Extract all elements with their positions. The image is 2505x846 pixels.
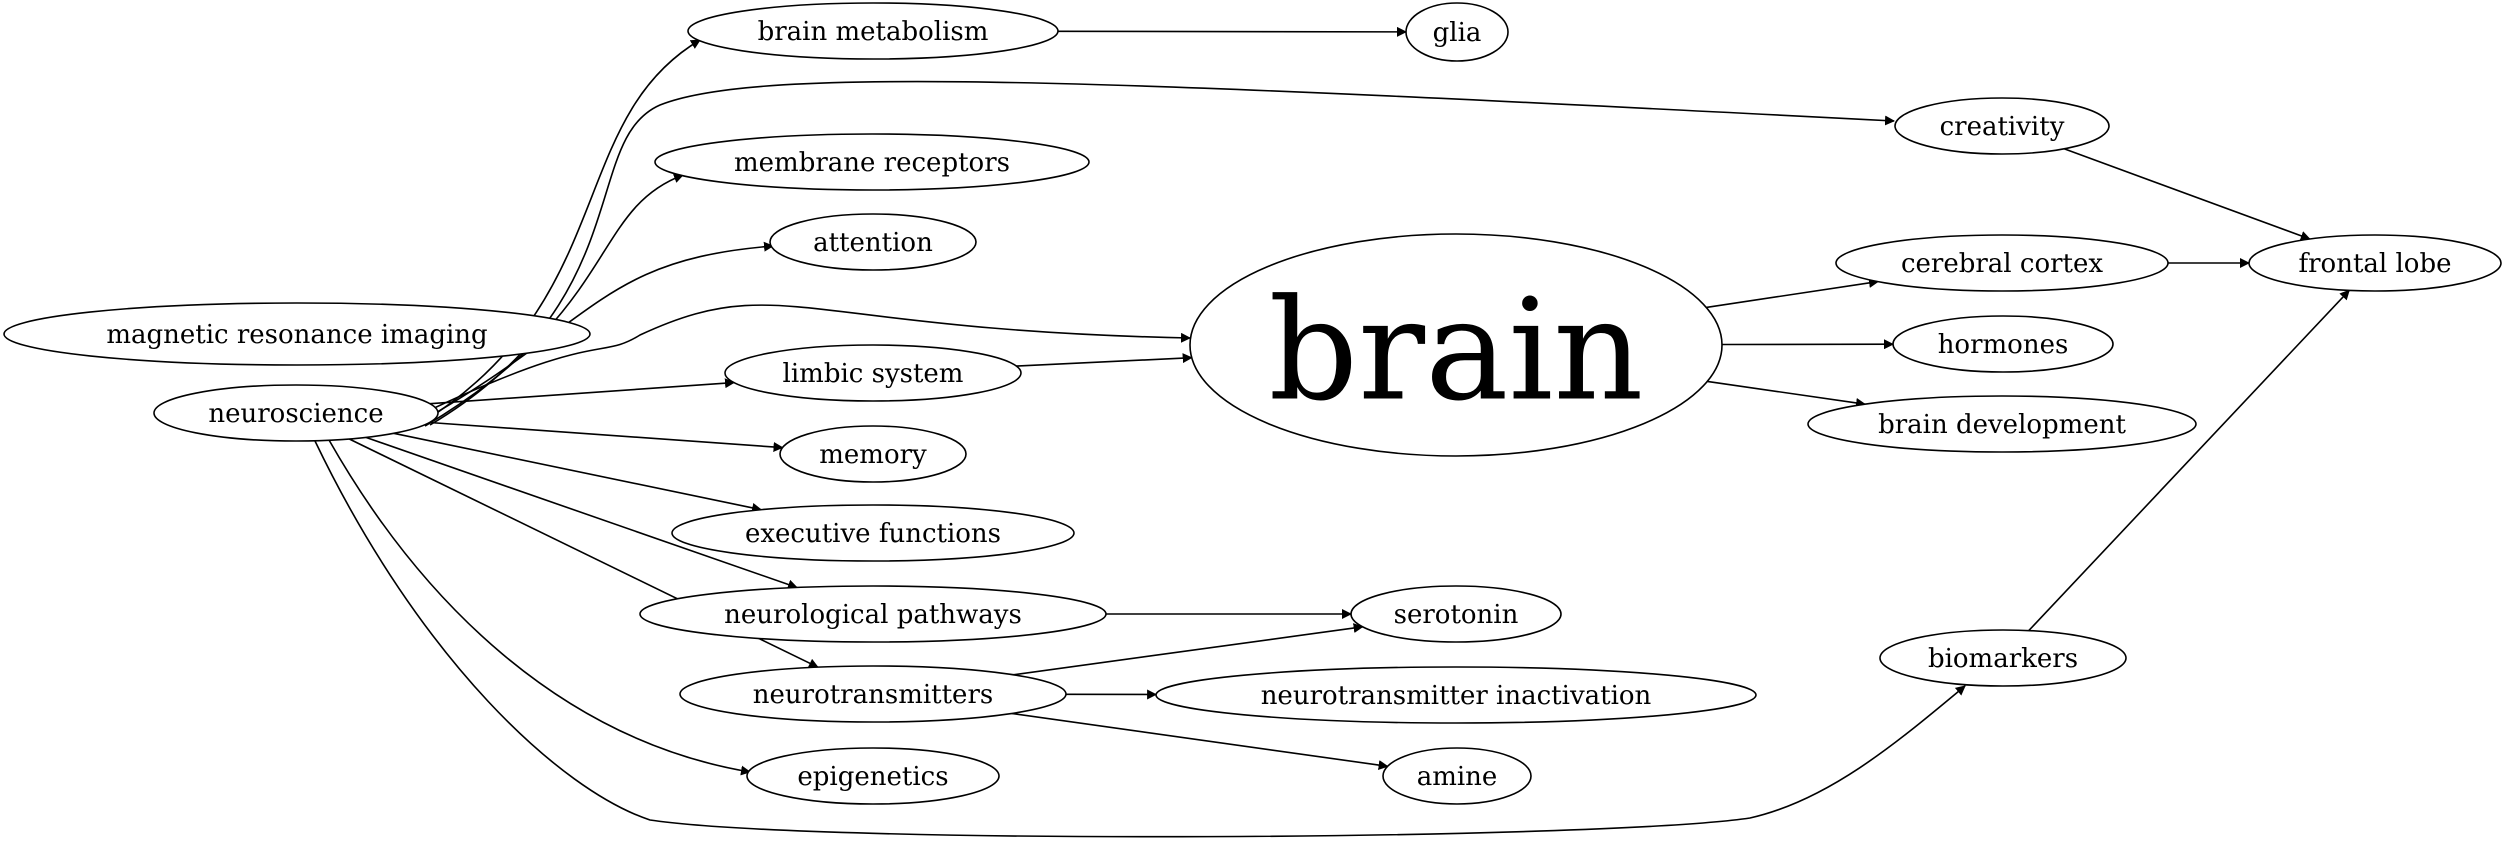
node-ellipse xyxy=(639,585,1107,643)
node-label: amine xyxy=(1417,762,1498,792)
node-ellipse xyxy=(779,425,967,483)
edge-neuroscience-to-neurological-pathways xyxy=(365,436,798,590)
node-serotonin: serotonin xyxy=(1350,585,1562,643)
node-ellipse xyxy=(2248,234,2502,292)
edge-brain-to-brain-development xyxy=(1707,380,1866,408)
node-label: executive functions xyxy=(745,519,1001,549)
edge-neuroscience-to-attention xyxy=(414,241,774,426)
node-label: neurotransmitter inactivation xyxy=(1261,681,1652,711)
node-ellipse xyxy=(1835,234,2169,292)
node-label: glia xyxy=(1433,18,1482,48)
node-label: creativity xyxy=(1940,112,2065,142)
node-magnetic-resonance-imaging: magnetic resonance imaging xyxy=(3,302,591,366)
node-label: serotonin xyxy=(1394,600,1519,630)
edge-neurotransmitters-to-amine xyxy=(1011,712,1389,770)
node-label: brain development xyxy=(1878,410,2126,440)
node-creativity: creativity xyxy=(1894,97,2110,155)
node-neurotransmitters: neurotransmitters xyxy=(679,665,1067,723)
edge-neuroscience-to-limbic-system xyxy=(429,378,735,405)
edges-layer xyxy=(314,26,2350,838)
node-label: brain xyxy=(1269,270,1644,433)
node-label: cerebral cortex xyxy=(1901,249,2103,279)
node-glia: glia xyxy=(1405,2,1509,62)
node-ellipse xyxy=(724,344,1022,402)
node-amine: amine xyxy=(1382,747,1532,805)
edge-creativity-to-frontal-lobe xyxy=(2063,148,2311,241)
nodes-layer: magnetic resonance imaging neuroscience br… xyxy=(3,2,2502,805)
node-brain: brain xyxy=(1189,233,1723,457)
node-ellipse xyxy=(769,213,977,271)
node-memory: memory xyxy=(779,425,967,483)
node-label: neurotransmitters xyxy=(753,680,993,710)
edge-neuroscience-to-creativity xyxy=(429,80,1895,426)
node-label: brain metabolism xyxy=(758,17,989,47)
node-hormones: hormones xyxy=(1892,315,2114,373)
node-ellipse xyxy=(1879,629,2127,687)
node-brain-development: brain development xyxy=(1807,395,2197,453)
node-ellipse xyxy=(679,665,1067,723)
node-executive-functions: executive functions xyxy=(671,504,1075,562)
node-ellipse xyxy=(153,384,439,442)
node-label: memory xyxy=(819,440,927,470)
node-ellipse xyxy=(1189,233,1723,457)
node-ellipse xyxy=(654,133,1090,191)
edge-biomarkers-to-frontal-lobe xyxy=(2028,289,2350,632)
node-label: frontal lobe xyxy=(2299,249,2452,279)
node-ellipse xyxy=(1892,315,2114,373)
edge-brain-to-cerebral-cortex xyxy=(1706,277,1879,309)
edge-brain-metabolism-to-glia xyxy=(1057,26,1407,37)
edge-neuroscience-to-epigenetics xyxy=(328,439,751,776)
node-ellipse xyxy=(671,504,1075,562)
node-limbic-system: limbic system xyxy=(724,344,1022,402)
node-neuroscience: neuroscience xyxy=(153,384,439,442)
edge-neuroscience-to-brain-metabolism xyxy=(419,39,701,425)
node-label: biomarkers xyxy=(1928,644,2078,674)
node-label: magnetic resonance imaging xyxy=(106,320,487,350)
node-ellipse xyxy=(687,2,1059,60)
node-ellipse xyxy=(3,302,591,366)
node-epigenetics: epigenetics xyxy=(746,747,1000,805)
node-ellipse xyxy=(1382,747,1532,805)
node-neurological-pathways: neurological pathways xyxy=(639,585,1107,643)
node-ellipse xyxy=(1350,585,1562,643)
node-label: neurological pathways xyxy=(724,600,1022,630)
edge-limbic-system-to-brain xyxy=(1016,353,1193,367)
node-label: attention xyxy=(813,228,933,258)
node-membrane-receptors: membrane receptors xyxy=(654,133,1090,191)
edge-neuroscience-to-brain xyxy=(429,304,1191,411)
node-ellipse xyxy=(1155,666,1757,724)
node-label: epigenetics xyxy=(797,762,948,792)
node-label: limbic system xyxy=(783,359,964,389)
edge-neuroscience-to-executive-functions xyxy=(393,432,763,513)
edge-neuroscience-to-biomarkers xyxy=(314,440,1966,838)
edge-neuroscience-to-memory xyxy=(429,421,784,452)
node-ellipse xyxy=(1807,395,2197,453)
edge-neurotransmitters-to-serotonin xyxy=(1013,623,1364,676)
node-ellipse xyxy=(1894,97,2110,155)
node-brain-metabolism: brain metabolism xyxy=(687,2,1059,60)
node-label: hormones xyxy=(1938,330,2069,360)
node-attention: attention xyxy=(769,213,977,271)
node-cerebral-cortex: cerebral cortex xyxy=(1835,234,2169,292)
node-label: neuroscience xyxy=(208,399,383,429)
node-biomarkers: biomarkers xyxy=(1879,629,2127,687)
node-ellipse xyxy=(746,747,1000,805)
node-ellipse xyxy=(1405,2,1509,62)
node-label: membrane receptors xyxy=(734,148,1010,178)
edge-neuroscience-to-membrane-receptors xyxy=(424,173,684,427)
node-neurotransmitter-inactivation: neurotransmitter inactivation xyxy=(1155,666,1757,724)
node-frontal-lobe: frontal lobe xyxy=(2248,234,2502,292)
